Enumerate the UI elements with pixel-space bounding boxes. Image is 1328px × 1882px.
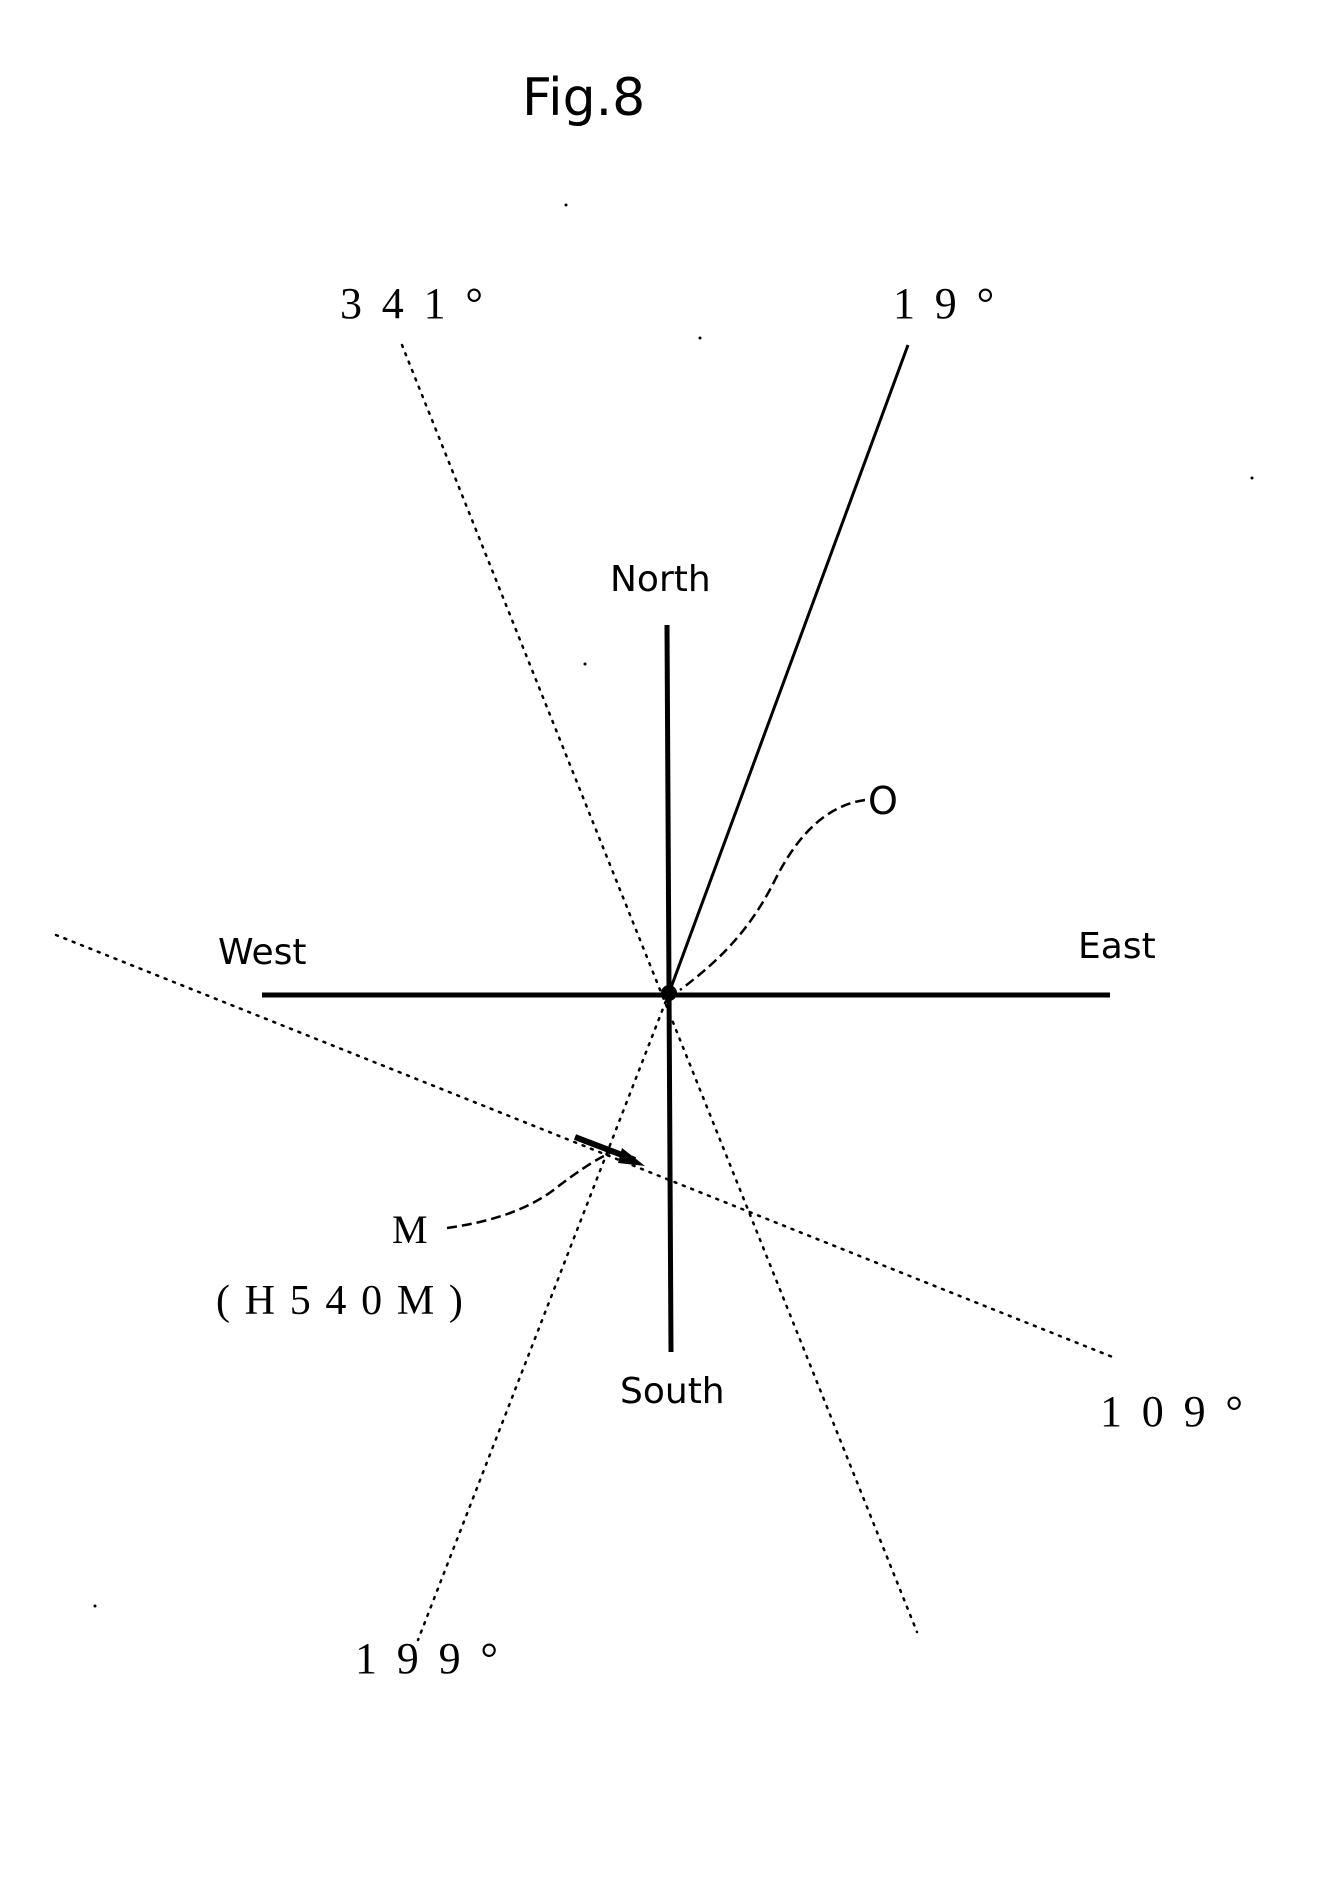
bearing-199-label: 199° xyxy=(355,1634,518,1683)
mountain-label: M xyxy=(392,1207,428,1252)
north-label: North xyxy=(610,559,711,600)
bearing-199-line xyxy=(416,991,671,1642)
bearing-19-line xyxy=(667,344,910,994)
scan-speck xyxy=(564,203,568,207)
west-label: West xyxy=(218,932,307,973)
scan-speck xyxy=(93,1604,97,1608)
bearing-19-label: 19° xyxy=(893,279,1014,328)
scan-speck xyxy=(698,336,702,340)
origin-label: O xyxy=(868,779,898,823)
bearing-109-line xyxy=(54,933,1117,1360)
figure-title: Fig.8 xyxy=(522,68,646,128)
scan-speck xyxy=(1250,476,1254,480)
origin-point xyxy=(661,985,677,1001)
bearing-341-label: 341° xyxy=(340,279,503,328)
south-label: South xyxy=(620,1371,725,1412)
east-label: East xyxy=(1078,926,1156,967)
mountain-height-label: (H540M) xyxy=(216,1278,478,1324)
bearing-341-line xyxy=(400,343,919,1634)
scan-speck xyxy=(583,662,587,666)
mountain-arrowhead xyxy=(618,1148,645,1166)
bearing-109-label: 109° xyxy=(1100,1387,1263,1436)
mountain-leader-line xyxy=(446,1151,611,1230)
origin-leader-line xyxy=(679,798,866,991)
